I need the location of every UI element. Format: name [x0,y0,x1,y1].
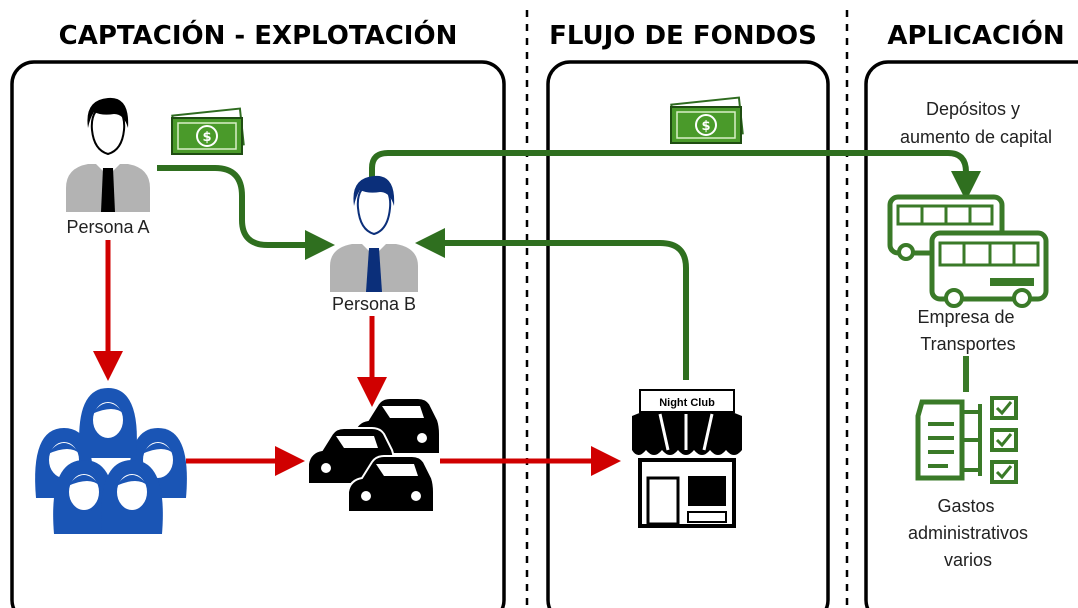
money-icon: $ [171,107,245,155]
header-flujo: FLUJO DE FONDOS [549,21,817,51]
label-gastos-1: Gastos [937,496,994,516]
panel-flujo [546,60,830,608]
women-group-icon [35,388,187,534]
arrow-club-to-b [415,228,689,380]
header-aplicacion: APLICACIÓN [887,19,1064,51]
label-persona-a: Persona A [66,217,149,237]
panel-captacion [10,60,506,608]
label-gastos-3: varios [944,550,992,570]
bus-icon [887,194,1049,308]
svg-text:$: $ [202,130,211,145]
label-empresa-1: Empresa de [917,307,1014,327]
label-empresa-2: Transportes [920,334,1015,354]
money-icon: $ [670,96,744,144]
person-icon [66,97,150,212]
label-persona-b: Persona B [332,294,416,314]
arrow-a-to-b [157,165,335,260]
header-captacion: CAPTACIÓN - EXPLOTACIÓN [59,19,458,51]
person-icon [330,175,418,292]
cars-icon [307,397,441,513]
label-depositos-2: aumento de capital [900,127,1052,147]
svg-text:$: $ [701,119,710,134]
label-depositos-1: Depósitos y [926,99,1020,119]
shop-icon [632,389,742,528]
arrow-b-to-empresa [369,150,981,201]
label-gastos-2: administrativos [908,523,1028,543]
label-night-club: Night Club [659,397,715,409]
checklist-icon [915,396,1018,484]
panel-aplicacion [864,60,1078,608]
